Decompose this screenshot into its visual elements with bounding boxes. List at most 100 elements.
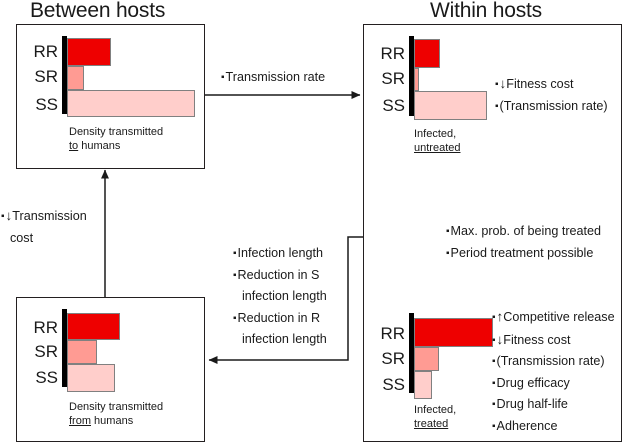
bullet-text: Reduction in R [237,310,321,325]
chart-caption-underlined: to [69,140,79,152]
bar-ss [414,91,487,120]
bullet-item: ▪↑Competitive release [492,306,615,329]
bullet-text: (Transmission rate) [496,354,605,368]
bar-rr [67,313,120,340]
bullet-square-icon: ▪ [446,247,451,259]
chart-caption-rest: humans [91,415,134,427]
chart-caption-line1: Density transmitted [69,401,164,413]
page-title-within-hosts: Within hosts [430,0,542,22]
bullet-item: ▪Drug efficacy [492,373,615,395]
arrow-up-icon: ↑ [496,309,504,324]
bullet-square-icon: ▪ [233,269,238,281]
bullet-text-continuation: infection length [242,332,327,346]
bullet-list-treated: ▪↑Competitive release ▪↓Fitness cost ▪(T… [492,306,615,437]
bullet-list-untreated: ▪↓Fitness cost ▪(Transmission rate) [495,73,608,117]
bullet-text: Infection length [237,246,323,260]
bullet-item: ▪Reduction in S [233,265,327,287]
bullet-item: ▪Max. prob. of being treated [446,221,601,243]
bar-label-ss: SS [35,368,58,387]
bullet-item: ▪↓Fitness cost [495,73,608,96]
bullet-item: ▪Drug half-life [492,394,615,416]
edge-infection-length [208,236,363,364]
bullet-item: ▪Period treatment possible [446,243,601,265]
bullet-text: Transmission rate [225,70,326,84]
bar-sr [67,66,84,90]
bar-label-rr: RR [380,44,405,63]
bullet-square-icon: ▪ [446,226,451,237]
bar-rr [414,39,440,68]
bullet-text: (Transmission rate) [499,98,608,113]
bullet-square-icon: ▪ [492,420,497,432]
chart-caption-line1: Density transmitted [69,126,164,138]
bar-ss [414,371,432,399]
bullet-text: Drug half-life [496,397,568,411]
chart-axis [409,313,414,393]
bullet-text-continuation: infection length [242,289,327,303]
bullet-square-icon: ▪ [492,356,497,367]
bar-label-rr: RR [380,324,405,343]
chart-infected-untreated: RR SR SS [380,36,539,120]
arrow-down-icon: ↓ [496,331,504,347]
bar-sr [414,347,439,371]
bar-label-ss: SS [35,95,58,114]
chart-caption-line1: Infected, [414,404,457,416]
bullet-text: Competitive release [503,310,615,324]
chart-caption-line2: untreated [414,142,460,156]
bar-rr [414,318,493,347]
bullet-item: ▪↓Fitness cost [492,329,615,352]
bullet-square-icon: ▪ [1,211,6,222]
panel-between-hosts-from-humans: RR SR SS Density transmitted from humans [16,297,205,442]
bullet-item: ▪↓Transmission [1,205,87,228]
page-title-between-hosts: Between hosts [30,0,166,22]
chart-axis [62,309,67,387]
bullet-item: ▪(Transmission rate) [492,351,615,373]
bullet-text: Period treatment possible [450,245,594,260]
bar-label-rr: RR [33,318,58,337]
chart-density-transmitted-to-humans: RR SR SS [33,36,195,117]
bar-label-sr: SR [381,349,405,368]
bullet-text: Reduction in S [237,267,320,282]
chart-caption-line2: to humans [69,140,120,154]
bar-label-ss: SS [382,96,405,115]
chart-caption-rest: humans [78,140,121,152]
chart-caption-line2: treated [414,418,448,432]
bar-label-sr: SR [34,342,58,361]
bar-label-sr: SR [34,67,58,86]
bullet-item: ▪Transmission rate [221,67,325,89]
arrow-down-icon: ↓ [499,76,507,91]
chart-caption-line2: from humans [69,415,133,429]
chart-caption-underlined: untreated [414,142,461,154]
bullet-square-icon: ▪ [495,79,500,90]
chart-axis [62,36,67,114]
bullet-square-icon: ▪ [233,312,238,324]
bullet-square-icon: ▪ [495,100,500,112]
bullet-item: ▪Reduction in R [233,308,327,330]
bullet-item: ▪Adherence [492,416,615,438]
bullet-text: Fitness cost [506,77,574,91]
panel-between-hosts-to-humans: RR SR SS Density transmitted to humans [16,24,205,169]
bar-sr [414,68,419,91]
bullet-text: Transmission [12,209,87,223]
edge-label-transmission-rate: ▪Transmission rate [221,67,325,89]
chart-caption-underlined: from [69,415,91,427]
edge-label-infection-length: ▪Infection length ▪Reduction in S infect… [233,243,327,351]
chart-density-transmitted-from-humans: RR SR SS [33,309,192,392]
bar-label-sr: SR [381,69,405,88]
bar-rr [67,38,111,66]
bullet-square-icon: ▪ [492,334,497,346]
bullet-square-icon: ▪ [233,248,238,259]
bar-ss [67,90,195,117]
edge-label-transmission-cost: ▪↓Transmission cost [1,205,87,249]
bullet-text-continuation: cost [10,230,34,245]
bullet-item: ▪(Transmission rate) [495,96,608,118]
bullet-text: Max. prob. of being treated [450,224,602,238]
bullet-square-icon: ▪ [492,399,497,410]
chart-caption-line1: Infected, [414,128,457,140]
chart-infected-treated: RR SR SS [380,313,549,399]
chart-axis [409,36,414,116]
bullet-text: Adherence [496,418,558,433]
bar-label-ss: SS [382,375,405,394]
bullet-item: ▪Infection length [233,243,327,265]
arrow-down-icon: ↓ [5,208,13,223]
